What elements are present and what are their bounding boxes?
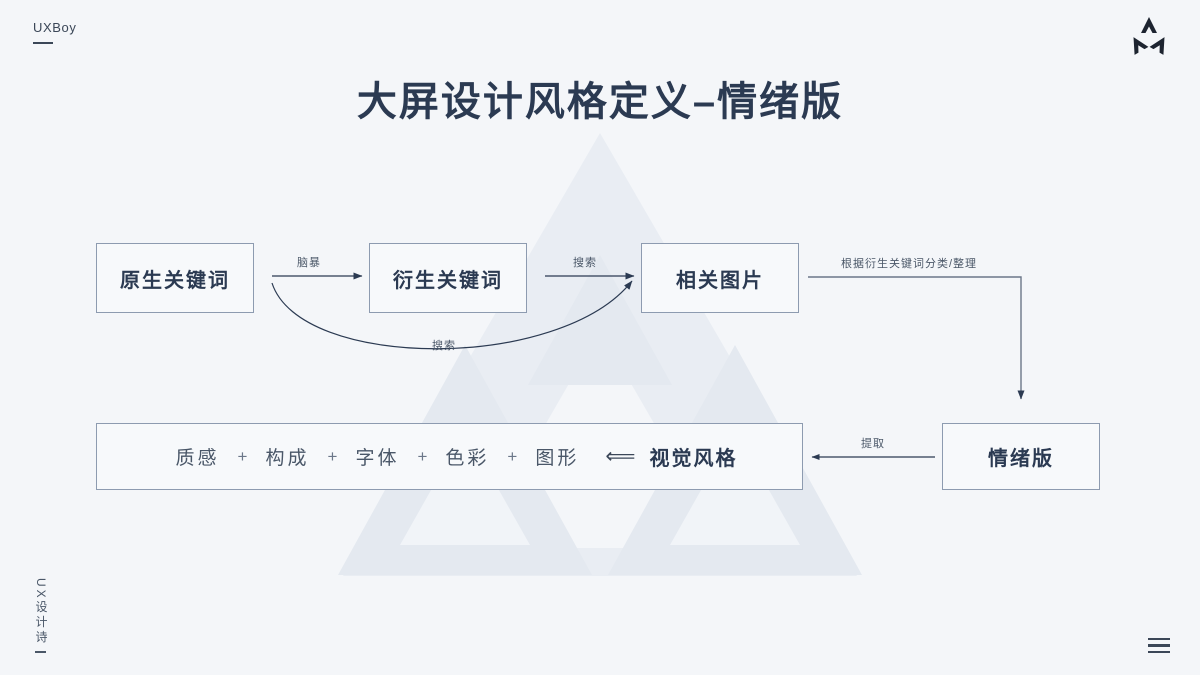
triangle-logo-icon	[1133, 17, 1165, 55]
formula-term-typography: 字体	[355, 448, 400, 469]
node-mood-board[interactable]: 情绪版	[942, 423, 1100, 490]
brand-mark: UXBoy	[33, 20, 76, 44]
footer-vertical-brand: UX设计诗	[33, 578, 50, 653]
node-visual-style-formula[interactable]: 质感 + 构成 + 字体 + 色彩 + 图形 ⟸ 视觉风格	[96, 423, 803, 490]
menu-line	[1148, 637, 1170, 640]
formula-plus: +	[327, 446, 338, 466]
brand-underline	[33, 42, 53, 44]
formula-term-texture: 质感	[175, 448, 220, 469]
node-label: 情绪版	[988, 448, 1054, 470]
node-original-keywords[interactable]: 原生关键词	[96, 243, 254, 313]
menu-line	[1148, 650, 1170, 653]
footer-vertical-text: UX设计诗	[34, 577, 48, 646]
footer-underline	[35, 651, 46, 653]
node-derived-keywords[interactable]: 衍生关键词	[369, 243, 527, 313]
formula-term-color: 色彩	[445, 448, 490, 469]
edge-label-classify: 根据衍生关键词分类/整理	[841, 258, 978, 270]
edge-label-search-curve: 搜索	[432, 340, 456, 352]
page-title: 大屏设计风格定义–情绪版	[356, 80, 844, 124]
formula-term-graphics: 图形	[535, 448, 580, 469]
node-related-images[interactable]: 相关图片	[641, 243, 799, 313]
edge-label-search-top: 搜索	[573, 257, 597, 269]
formula-result-visual-style: 视觉风格	[649, 448, 738, 470]
menu-line	[1148, 644, 1170, 647]
formula-term-composition: 构成	[265, 448, 310, 469]
node-label: 原生关键词	[120, 269, 230, 292]
node-label: 衍生关键词	[393, 269, 503, 292]
edge-label-extract: 提取	[861, 438, 885, 450]
node-label: 相关图片	[676, 269, 764, 292]
edge-label-brainstorm: 脑暴	[297, 257, 321, 269]
formula-plus: +	[417, 446, 428, 466]
formula-plus: +	[507, 446, 518, 466]
left-double-arrow-icon: ⟸	[605, 445, 635, 468]
brand-name: UXBoy	[33, 20, 77, 35]
hamburger-menu-icon[interactable]	[1148, 637, 1170, 653]
formula-plus: +	[237, 446, 248, 466]
